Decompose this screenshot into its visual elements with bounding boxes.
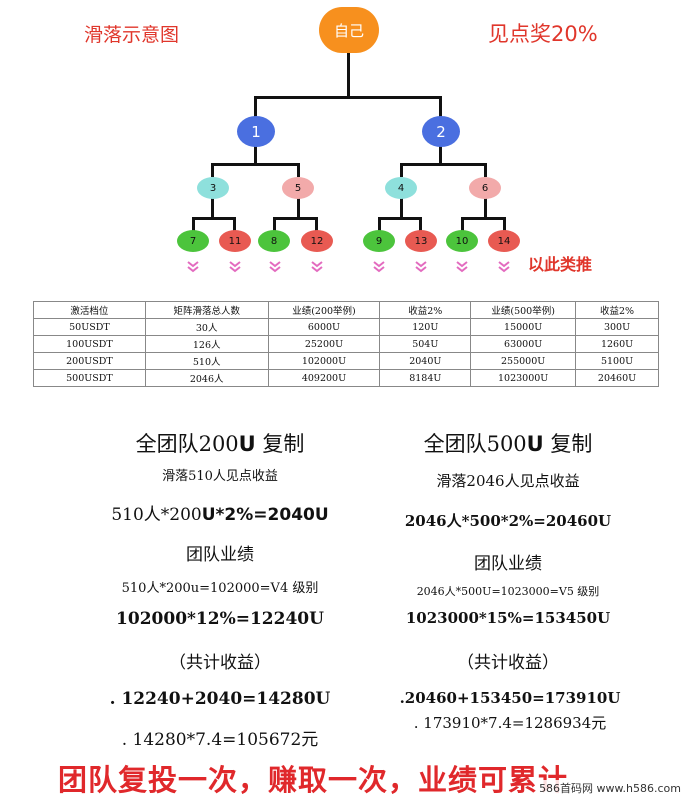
left-team-label: 团队业绩	[186, 545, 254, 565]
table-cell: 120U	[379, 318, 472, 336]
table-header-cell: 收益2%	[575, 301, 659, 319]
level1-node: 2	[422, 116, 460, 147]
table-row: 50USDT 30人 6000U 120U 15000U 300U	[33, 318, 659, 336]
table-cell: 50USDT	[33, 318, 146, 336]
table-header-cell: 业绩(200举例)	[267, 301, 381, 319]
table-cell: 6000U	[267, 318, 381, 336]
left-sum: . 12240+2040=14280U	[109, 689, 331, 709]
level3-node: 9	[363, 230, 395, 252]
chevron-down-icon	[456, 261, 468, 273]
level3-node: 14	[488, 230, 520, 252]
right-team-calc: 2046人*500U=1023000=V5 级别	[416, 585, 600, 598]
table-cell: 15000U	[470, 318, 577, 336]
right-title: 全团队500U 复制	[423, 432, 593, 456]
table-cell: 5100U	[575, 352, 659, 370]
chevron-down-icon	[498, 261, 510, 273]
table-row: 100USDT 126人 25200U 504U 63000U 1260U	[33, 335, 659, 353]
table-cell: 25200U	[267, 335, 381, 353]
right-sum: .20460+153450=173910U	[399, 689, 621, 707]
table-cell: 1023000U	[470, 369, 577, 387]
level2-node: 4	[385, 177, 417, 199]
table-cell: 2046人	[144, 369, 269, 387]
bonus-title: 见点奖20%	[488, 22, 598, 46]
table-header-row: 激活档位 矩阵滑落总人数 业绩(200举例) 收益2% 业绩(500举例) 收益…	[33, 301, 659, 319]
left-calc: 510人*200U*2%=2040U	[111, 505, 329, 525]
table-header-cell: 收益2%	[379, 301, 472, 319]
table-cell: 30人	[144, 318, 269, 336]
chevron-down-icon	[187, 261, 199, 273]
table-cell: 2040U	[379, 352, 472, 370]
table-cell: 510人	[144, 352, 269, 370]
chevron-down-icon	[373, 261, 385, 273]
right-rmb: . 173910*7.4=1286934元	[413, 714, 607, 732]
left-title: 全团队200U 复制	[135, 432, 305, 456]
footer-slogan: 团队复投一次，赚取一次，业绩可累计	[58, 763, 569, 797]
table-cell: 1260U	[575, 335, 659, 353]
level2-node: 3	[197, 177, 229, 199]
left-total-label: （共计收益）	[169, 653, 271, 673]
watermark: 586首码网 www.h586.com	[536, 780, 684, 796]
table-cell: 102000U	[267, 352, 381, 370]
chevron-down-icon	[269, 261, 281, 273]
root-node: 自己	[319, 7, 379, 53]
left-rmb: . 14280*7.4=105672元	[121, 730, 319, 750]
table-header-cell: 业绩(500举例)	[470, 301, 577, 319]
right-calc: 2046人*500*2%=20460U	[404, 512, 612, 530]
level3-node: 13	[405, 230, 437, 252]
more-label: 以此类推	[528, 255, 593, 274]
chevron-down-icon	[415, 261, 427, 273]
table-row: 500USDT 2046人 409200U 8184U 1023000U 204…	[33, 369, 659, 387]
chevron-down-icon	[311, 261, 323, 273]
table-cell: 300U	[575, 318, 659, 336]
level3-node: 10	[446, 230, 478, 252]
table-cell: 100USDT	[33, 335, 146, 353]
level3-node: 11	[219, 230, 251, 252]
earnings-table: 激活档位 矩阵滑落总人数 业绩(200举例) 收益2% 业绩(500举例) 收益…	[33, 301, 659, 387]
level3-node: 8	[258, 230, 290, 252]
table-header-cell: 矩阵滑落总人数	[144, 301, 269, 319]
level3-node: 7	[177, 230, 209, 252]
table-cell: 126人	[144, 335, 269, 353]
chevron-down-icon	[229, 261, 241, 273]
table-cell: 200USDT	[33, 352, 146, 370]
table-cell: 409200U	[267, 369, 381, 387]
left-subtitle: 滑落510人见点收益	[162, 469, 278, 484]
table-cell: 20460U	[575, 369, 659, 387]
diagram-title: 滑落示意图	[84, 24, 180, 46]
left-pct-calc: 102000*12%=12240U	[116, 609, 324, 629]
table-cell: 8184U	[379, 369, 472, 387]
table-cell: 63000U	[470, 335, 577, 353]
table-cell: 504U	[379, 335, 472, 353]
table-cell: 500USDT	[33, 369, 146, 387]
right-team-label: 团队业绩	[474, 554, 542, 574]
right-total-label: （共计收益）	[457, 653, 559, 673]
table-cell: 255000U	[470, 352, 577, 370]
table-row: 200USDT 510人 102000U 2040U 255000U 5100U	[33, 352, 659, 370]
level1-node: 1	[237, 116, 275, 147]
left-team-calc: 510人*200u=102000=V4 级别	[121, 581, 319, 596]
level2-node: 5	[282, 177, 314, 199]
right-pct-calc: 1023000*15%=153450U	[405, 609, 611, 627]
level3-node: 12	[301, 230, 333, 252]
level2-node: 6	[469, 177, 501, 199]
right-subtitle: 滑落2046人见点收益	[436, 472, 580, 490]
table-header-cell: 激活档位	[33, 301, 146, 319]
